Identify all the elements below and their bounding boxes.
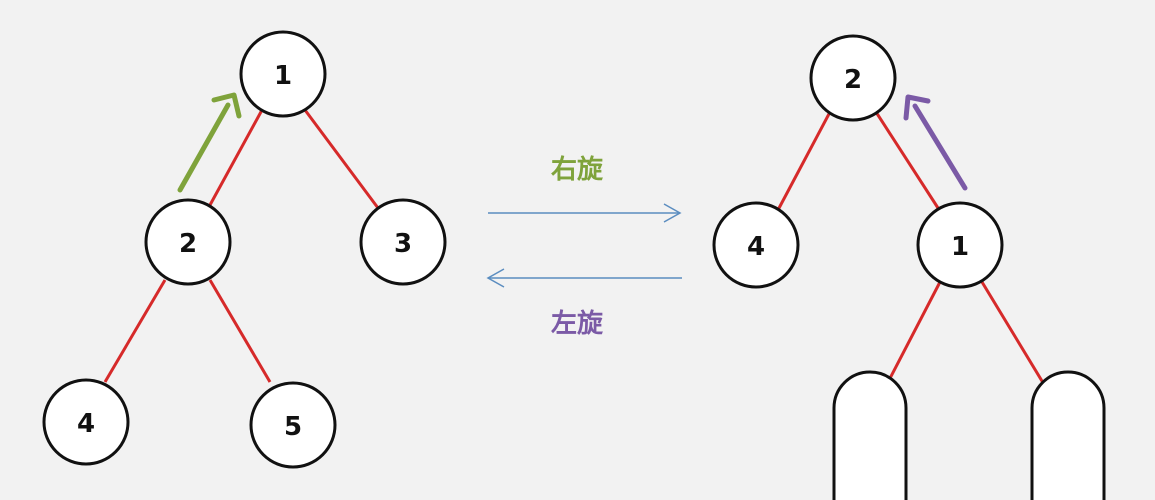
node-label: 4 bbox=[77, 409, 95, 439]
edge-2-5 bbox=[208, 279, 272, 383]
node-3: 3 bbox=[359, 198, 447, 286]
node-label: 4 bbox=[747, 232, 765, 262]
edge-1-3 bbox=[303, 109, 380, 209]
subtree-placeholders bbox=[832, 370, 1106, 500]
node-label: 2 bbox=[179, 229, 197, 259]
edge-2-4 bbox=[103, 279, 167, 383]
right-rotate-label: 右旋 bbox=[551, 155, 604, 185]
left-arrow-icon bbox=[486, 268, 682, 288]
node-label: 2 bbox=[844, 65, 862, 95]
node-label: 5 bbox=[284, 412, 302, 442]
edge-1-2 bbox=[208, 109, 264, 206]
edge-1-right-subtree bbox=[980, 281, 1047, 387]
edge-2-4 bbox=[776, 111, 832, 211]
node-1: 1 bbox=[239, 30, 327, 118]
right-tree-nodes: 2 4 1 bbox=[712, 34, 1004, 289]
node-4: 4 bbox=[712, 201, 800, 289]
node-2: 2 bbox=[144, 198, 232, 286]
node-1: 1 bbox=[916, 201, 1004, 289]
left-tree-nodes: 1 2 3 4 5 bbox=[42, 30, 447, 469]
node-label: 1 bbox=[951, 232, 969, 262]
right-rotate-arrow bbox=[177, 92, 242, 193]
left-rotate-label: 左旋 bbox=[551, 309, 604, 339]
right-arrow-icon bbox=[488, 203, 682, 223]
right-tree-edges bbox=[776, 111, 1047, 387]
node-label: 3 bbox=[394, 229, 412, 259]
edge-2-1 bbox=[874, 111, 940, 209]
left-subtree-placeholder bbox=[832, 370, 908, 500]
transition: 右旋 左旋 bbox=[486, 155, 682, 339]
right-subtree-placeholder bbox=[1030, 370, 1106, 500]
left-tree-edges bbox=[103, 109, 380, 383]
left-rotate-arrow bbox=[903, 94, 968, 191]
node-5: 5 bbox=[249, 381, 337, 469]
node-2: 2 bbox=[809, 34, 897, 122]
node-label: 1 bbox=[274, 61, 292, 91]
node-4: 4 bbox=[42, 378, 130, 466]
edge-1-left-subtree bbox=[884, 281, 942, 387]
